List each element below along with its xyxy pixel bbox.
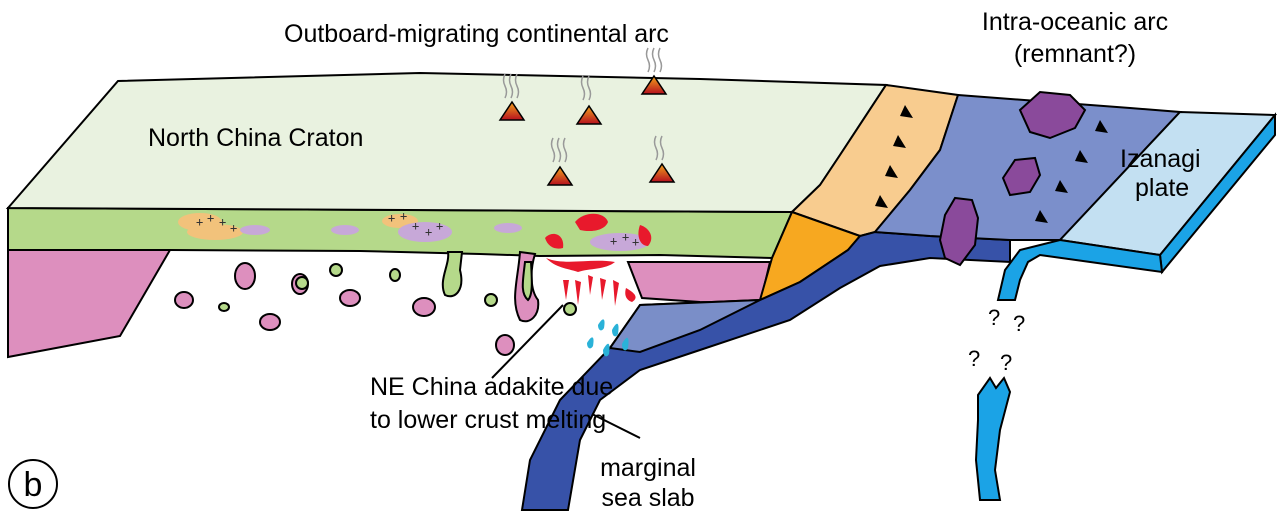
svg-text:+: + [219, 215, 226, 229]
svg-text:+: + [388, 211, 395, 225]
marginal-slab-sublabel: sea slab [601, 484, 694, 512]
panel-letter: b [24, 466, 43, 504]
svg-text:+: + [412, 219, 419, 233]
question-mark: ? [988, 305, 1000, 330]
adakite-sublabel: to lower crust melting [370, 406, 606, 434]
craton-label: North China Craton [148, 124, 363, 152]
intra-oceanic-arc-label: Intra-oceanic arc [982, 8, 1168, 36]
adakite-label: NE China adakite due [370, 373, 613, 401]
continental-arc-label: Outboard-migrating continental arc [284, 20, 669, 48]
svg-text:+: + [400, 209, 407, 223]
question-mark: ? [1013, 311, 1025, 336]
svg-text:+: + [425, 225, 432, 239]
question-mark: ? [968, 346, 980, 371]
marginal-slab-label: marginal [600, 454, 696, 482]
intra-oceanic-arc-sublabel: (remnant?) [1014, 40, 1136, 68]
svg-text:+: + [622, 230, 629, 244]
question-mark: ? [1000, 350, 1012, 375]
svg-text:+: + [196, 215, 203, 229]
svg-text:+: + [632, 235, 639, 249]
mantle-blobs [175, 252, 576, 355]
izanagi-plate-label: Izanagi [1120, 145, 1201, 173]
svg-text:+: + [230, 221, 237, 235]
uncertainty-marks: ? ? ? ? [968, 305, 1025, 375]
panel-label: b [9, 460, 57, 508]
torn-slab-segment [976, 378, 1010, 500]
izanagi-plate-sublabel: plate [1135, 174, 1189, 202]
svg-text:+: + [436, 219, 443, 233]
craton-top-surface [8, 73, 886, 212]
svg-text:+: + [610, 234, 617, 248]
svg-text:+: + [207, 211, 214, 225]
